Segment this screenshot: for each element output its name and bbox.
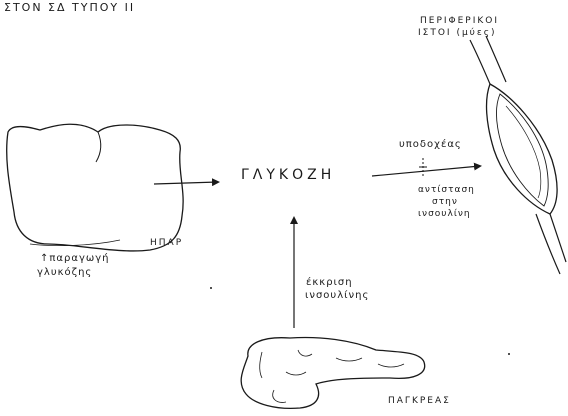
liver-to-glucose-arrow xyxy=(154,182,218,184)
peripheral-tissues-title-line1: ΠΕΡΙΦΕΡΙΚΟΙ xyxy=(420,16,499,26)
liver-production-line1: παραγωγή xyxy=(49,253,109,264)
peripheral-tissues-title-line2: ΙΣΤΟΙ (μύες) xyxy=(418,28,497,38)
page-header: ΣΤΟΝ ΣΔ ΤΥΠΟΥ II xyxy=(4,2,135,15)
muscle-tendon-lower xyxy=(536,214,566,274)
insulin-resistance-line2: στην xyxy=(432,197,458,207)
liver-production-line2: γλυκόζης xyxy=(37,267,92,279)
insulin-secretion-line1: έκκριση xyxy=(306,277,353,289)
speck-2 xyxy=(508,353,510,355)
receptors-label: υποδοχέας xyxy=(399,139,462,151)
insulin-resistance-line1: αντίσταση xyxy=(418,185,475,195)
pancreas-label: ΠΑΓΚΡΕΑΣ xyxy=(388,396,451,406)
insulin-secretion-line2: ινσουλίνης xyxy=(305,290,369,302)
pancreas-detail-4 xyxy=(336,358,362,361)
liver-outline xyxy=(7,124,183,251)
liver-lobe-line xyxy=(96,132,101,162)
speck-1 xyxy=(210,287,212,289)
liver-lower-line xyxy=(30,240,120,246)
pancreas-detail-5 xyxy=(378,364,404,367)
liver-production-label: ↑παραγωγή xyxy=(40,253,110,265)
muscle-tendon-upper xyxy=(470,36,506,84)
insulin-resistance-line3: ινσουλίνη xyxy=(418,209,471,219)
glucose-label: ΓΛΥΚΟΖΗ xyxy=(241,167,335,183)
pancreas-detail-6 xyxy=(286,372,306,375)
muscle-belly-core xyxy=(506,106,541,198)
pancreas-detail-1 xyxy=(260,352,262,378)
up-arrow-icon: ↑ xyxy=(40,253,49,264)
liver-label: ΗΠΑΡ xyxy=(150,238,183,248)
pancreas-detail-3 xyxy=(298,350,312,356)
pancreas-detail-2 xyxy=(273,390,286,402)
